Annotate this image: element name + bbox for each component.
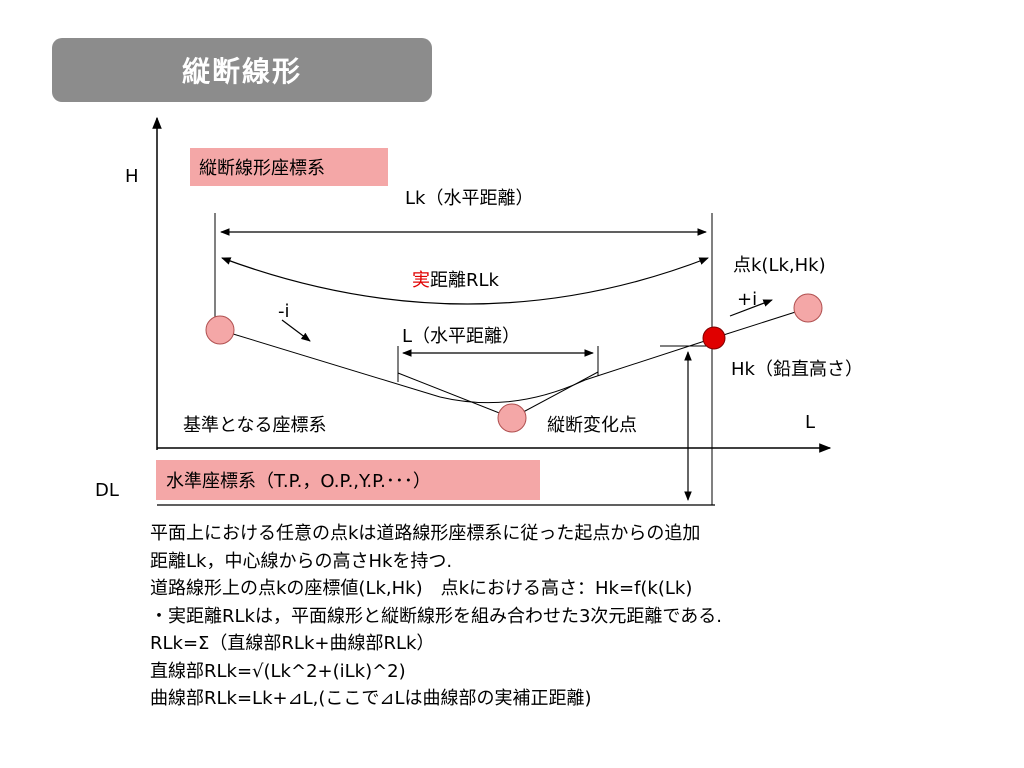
grade-line-extend: [713, 307, 809, 339]
grade-line-down: [219, 329, 441, 398]
point-k-circle: [702, 326, 726, 350]
dl-label: DL: [95, 480, 119, 501]
vertical-alignment-diagram: H L DL 縦断線形座標系 Lk（水平距離） 実距離RLk 点k(Lk,Hk)…: [95, 116, 863, 506]
real-distance-curve: [221, 257, 709, 305]
l-axis-label: L: [805, 412, 815, 433]
lk-horizontal-label: Lk（水平距離）: [405, 188, 533, 209]
body-line: 距離Lk，中心線からの高さHkを持つ.: [150, 550, 453, 572]
vertical-curve: [439, 379, 586, 404]
real-distance-rest: 距離RLk: [430, 270, 500, 291]
minus-i-label: -i: [278, 301, 290, 322]
body-line: 直線部RLk=√(Lk^2+(iLk)^2): [150, 660, 406, 682]
base-system-label: 基準となる座標系: [183, 415, 326, 436]
coord-system-label: 縦断線形座標系: [199, 158, 325, 179]
start-point-circle: [205, 315, 235, 345]
pvi-line-left: [397, 372, 513, 419]
body-line: 平面上における任意の点kは道路線形座標系に従った起点からの追加: [150, 523, 701, 544]
body-line: ・実距離RLkは，平面線形と縦断線形を組み合わせた3次元距離である.: [150, 605, 722, 627]
level-system-label: 水準座標系（T.P.，O.P.,Y.P.･･･）: [166, 471, 431, 492]
h-axis-label: H: [125, 166, 139, 187]
body-line: 道路線形上の点kの座標値(Lk,Hk) 点kにおける高さ：Hk=f(k(Lk): [150, 578, 693, 599]
vertical-change-point-circle: [497, 403, 527, 433]
level-system-box: [156, 460, 540, 500]
slide-title: 縦断線形: [52, 38, 432, 102]
description-text: 平面上における任意の点kは道路線形座標系に従った起点からの追加 距離Lk，中心線…: [150, 520, 990, 713]
point-k-label: 点k(Lk,Hk): [733, 255, 826, 276]
l-horizontal-label: L（水平距離）: [402, 326, 520, 347]
body-line: RLk=Σ（直線部RLk+曲線部RLk）: [150, 633, 435, 654]
vertical-change-point-label: 縦断変化点: [547, 415, 637, 436]
body-line: 曲線部RLk=Lk+⊿L,(ここで⊿Lは曲線部の実補正距離): [150, 688, 592, 709]
real-distance-prefix: 実: [412, 270, 430, 291]
hk-height-label: Hk（鉛直高さ）: [731, 359, 863, 380]
plus-i-arrow: [729, 299, 773, 317]
end-point-circle: [793, 293, 823, 323]
plus-i-label: +i: [737, 289, 757, 310]
real-distance-label: 実距離RLk: [412, 270, 500, 291]
grade-line-up: [584, 337, 715, 381]
minus-i-arrow: [281, 319, 311, 342]
coord-system-box: [190, 148, 388, 186]
pvi-line-right: [511, 371, 599, 419]
